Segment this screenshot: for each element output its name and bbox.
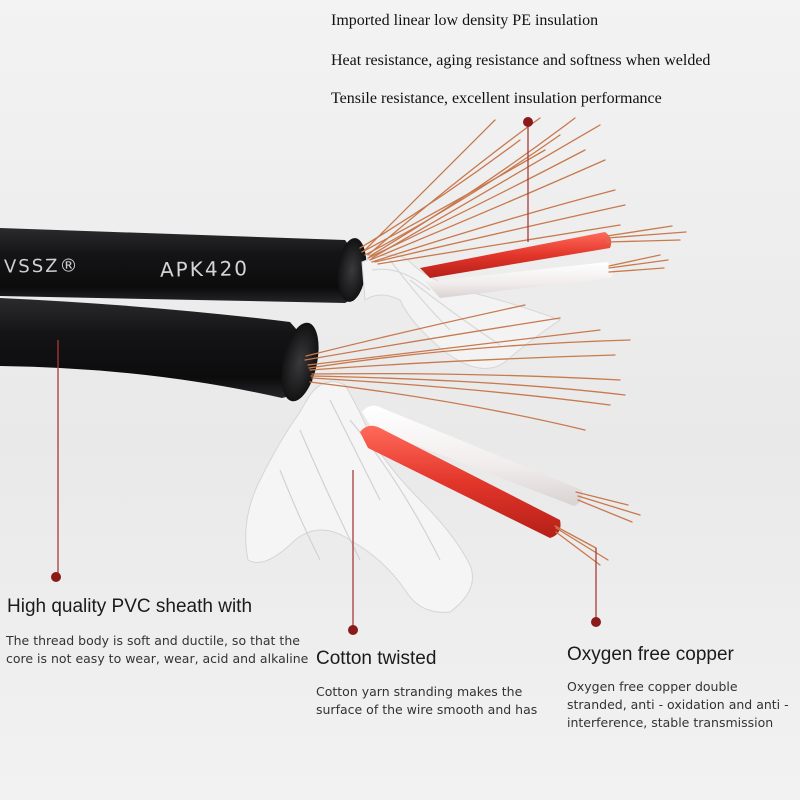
upper-white-conductor [425,262,613,298]
callout-copper-desc-line: Oxygen free copper double [567,679,738,694]
callout-copper-desc-line: interference, stable transmission [567,715,774,730]
callout-sheath-desc-line: core is not easy to wear, wear, acid and… [6,651,309,666]
upper-cable-sheath [0,228,367,303]
cable-print-brand: VSSZ® [3,255,80,278]
upper-red-conductor [420,232,612,278]
feature-heat-aging-resistance: Heat resistance, aging resistance and so… [331,52,711,69]
lower-cable-sheath [0,298,319,402]
callout-markers [51,117,601,635]
lower-red-conductor [360,425,561,538]
callout-cotton-title: Cotton twisted [316,648,437,669]
callout-sheath-desc-line: The thread body is soft and ductile, so … [6,633,300,648]
callout-dot-cotton [348,625,358,635]
callout-sheath-title: High quality PVC sheath with [7,596,253,617]
callout-cotton-description: Cotton yarn stranding makes the surface … [316,683,537,719]
feature-tensile-resistance: Tensile resistance, excellent insulation… [331,90,662,107]
callout-copper-desc-line: stranded, anti - oxidation and anti - [567,697,789,712]
copper-shield-strands [304,117,687,566]
callout-dot-sheath [51,572,61,582]
callout-cotton-desc-line: Cotton yarn stranding makes the [316,684,523,699]
feature-pe-insulation: Imported linear low density PE insulatio… [331,12,599,29]
lower-cotton-filler [245,381,473,613]
callout-copper-description: Oxygen free copper double stranded, anti… [567,678,789,732]
callout-sheath-description: The thread body is soft and ductile, so … [6,632,308,668]
callout-copper-title: Oxygen free copper [567,644,734,665]
callout-dot-insulation [523,117,533,127]
callout-cotton-desc-line: surface of the wire smooth and has [316,702,538,717]
callout-dot-copper [591,617,601,627]
lower-white-conductor [362,405,583,506]
cable-print-model: APK420 [159,256,250,282]
